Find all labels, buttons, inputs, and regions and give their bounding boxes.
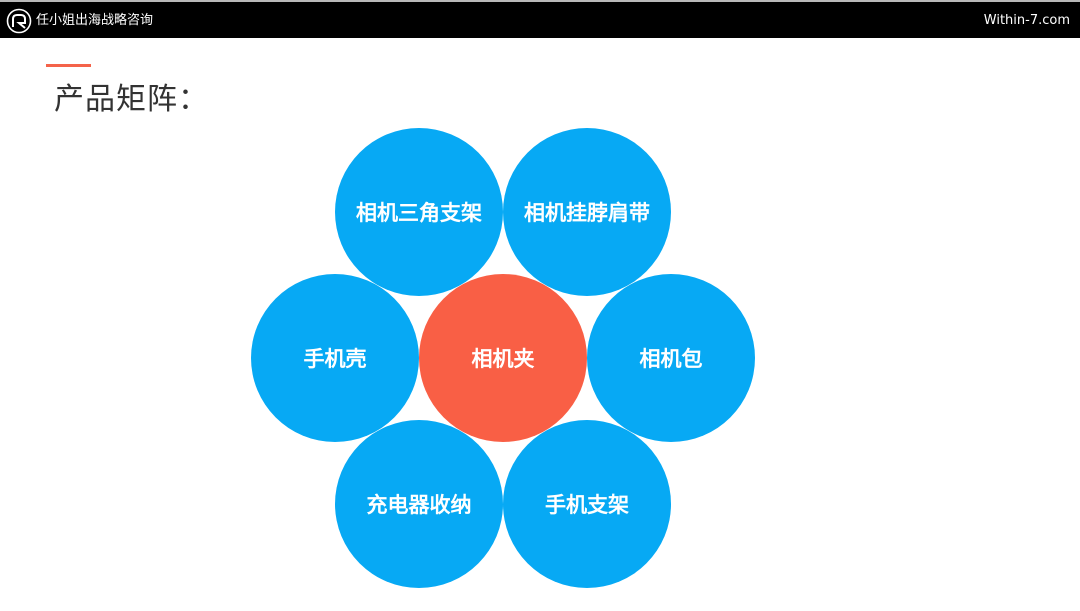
brand-name: 任小姐出海战略咨询 xyxy=(36,13,154,28)
page-title: 产品矩阵： xyxy=(54,82,209,117)
product-label: 手机壳 xyxy=(303,347,367,371)
core-product-circle: 相机夹 xyxy=(419,274,587,442)
product-label: 相机挂脖肩带 xyxy=(524,201,650,225)
product-label: 手机支架 xyxy=(545,493,629,517)
product-label: 充电器收纳 xyxy=(366,493,472,517)
site-url: Within-7.com xyxy=(983,13,1070,28)
product-circle-top-right: 相机挂脖肩带 xyxy=(503,128,671,296)
product-label: 相机包 xyxy=(639,347,703,371)
product-label: 相机三角支架 xyxy=(356,201,482,225)
header-bar: 任小姐出海战略咨询 Within-7.com xyxy=(0,0,1080,38)
title-accent-line xyxy=(46,64,91,67)
product-circle-top-left: 相机三角支架 xyxy=(335,128,503,296)
product-circle-bottom-right: 手机支架 xyxy=(503,420,671,588)
brand-logo-icon xyxy=(6,8,32,34)
product-circle-left: 手机壳 xyxy=(251,274,419,442)
product-circle-right: 相机包 xyxy=(587,274,755,442)
product-circle-bottom-left: 充电器收纳 xyxy=(335,420,503,588)
core-product-label: 相机夹 xyxy=(471,347,535,371)
